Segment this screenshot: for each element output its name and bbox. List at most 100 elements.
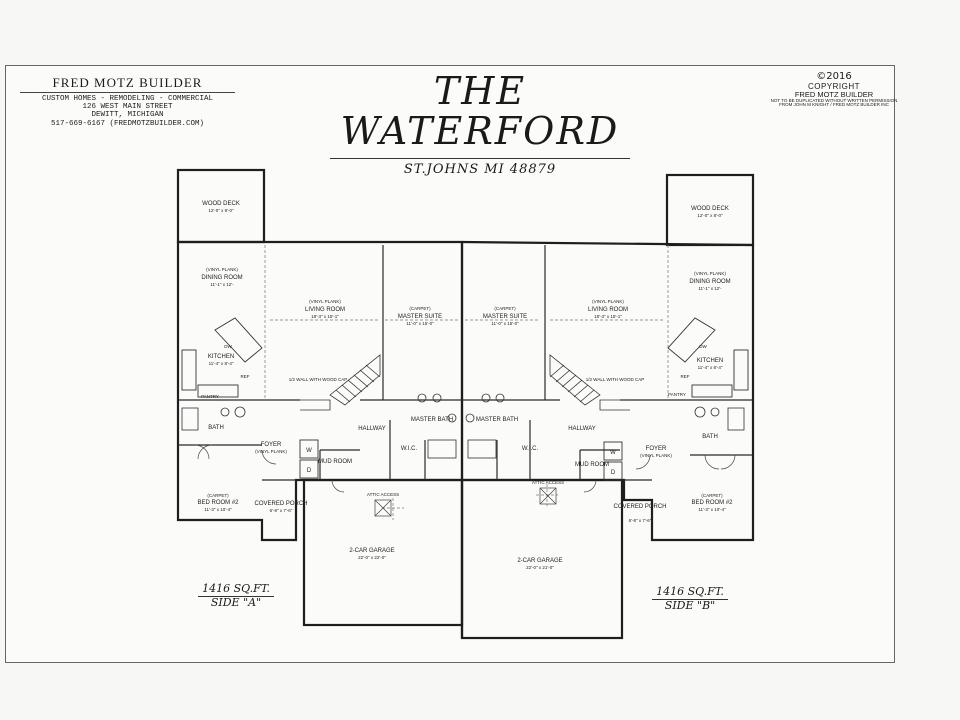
- washer-b-label: W: [610, 450, 616, 456]
- side-a-area-block: 1416 SQ.FT. SIDE "A": [186, 582, 286, 609]
- porch-b-dim: 6'-8" x 7'-6": [629, 518, 652, 523]
- dashed-divisions: [264, 245, 669, 520]
- dining-a-finish: (VINYL PLANK): [206, 267, 238, 272]
- pantry-a-label: PANTRY: [201, 394, 219, 399]
- pantry-b-label: PANTRY: [668, 392, 686, 397]
- dining-b-finish: (VINYL PLANK): [694, 271, 726, 276]
- builder-street: 126 WEST MAIN STREET: [82, 102, 173, 111]
- side-b-label: SIDE "B": [664, 598, 716, 612]
- foyer-b-finish: (VINYL PLANK): [640, 453, 672, 458]
- foyer-a-finish: (VINYL PLANK): [255, 449, 287, 454]
- attic-a-label: ATTIC ACCESS: [367, 492, 399, 497]
- dishwasher-b-label: DW: [699, 344, 707, 349]
- ref-a-label: REF: [241, 374, 250, 379]
- wood-deck-a-dim: 12'-0" x 8'-0": [208, 208, 234, 213]
- wic-a-label: W.I.C.: [401, 446, 418, 452]
- wood-deck-b-dim: 12'-0" x 8'-0": [697, 213, 723, 218]
- porch-a-label: COVERED PORCH: [254, 501, 307, 507]
- kitchen-island-b: [667, 317, 749, 398]
- dining-a-label: DINING ROOM: [201, 275, 242, 281]
- master-bath-a-label: MASTER BATH: [411, 417, 453, 423]
- wic-b-label: W.I.C.: [522, 446, 539, 452]
- copyright-year: ©2016: [816, 71, 852, 82]
- copyright-block: ©2016 COPYRIGHT FRED MOTZ BUILDER NOT TO…: [768, 71, 900, 108]
- living-a-dim: 18'-3" x 15'-1": [311, 314, 339, 319]
- side-b-area: 1416 SQ.FT.: [652, 585, 728, 600]
- master-a-label: MASTER SUITE: [398, 314, 442, 320]
- garage-a-dim: 22'-0" x 22'-0": [358, 555, 386, 560]
- mud-room-a-label: MUD ROOM: [318, 459, 352, 465]
- master-b-dim: 11'-0" x 15'-0": [491, 321, 519, 326]
- copyright-label: COPYRIGHT: [807, 81, 861, 91]
- copyright-notice-2: FROM JOHN M KNIGHT / FRED MOTZ BUILDER I…: [779, 102, 889, 108]
- bed2-a-dim: 11'-3" x 10'-4": [204, 507, 232, 512]
- builder-tagline: CUSTOM HOMES - REMODELING - COMMERCIAL: [41, 94, 214, 103]
- door-swings: [194, 444, 736, 493]
- side-a-area: 1416 SQ.FT.: [198, 582, 274, 597]
- porch-b-label: COVERED PORCH: [613, 504, 666, 510]
- bed2-b-dim: 11'-3" x 10'-4": [698, 507, 726, 512]
- hallway-a-label: HALLWAY: [358, 426, 386, 432]
- builder-divider: [20, 91, 235, 93]
- garage-a-label: 2-CAR GARAGE: [349, 548, 394, 554]
- garage-b-label: 2-CAR GARAGE: [517, 558, 562, 564]
- master-a-dim: 11'-0" x 15'-0": [406, 321, 434, 326]
- kitchen-a-label: KITCHEN: [208, 354, 234, 360]
- living-b-finish: (VINYL PLANK): [592, 299, 624, 304]
- kitchen-island-a: [181, 317, 263, 398]
- mud-room-b-label: MUD ROOM: [575, 462, 609, 468]
- dining-b-label: DINING ROOM: [689, 279, 730, 285]
- wood-deck-b-label: WOOD DECK: [691, 206, 729, 212]
- plan-title-line1: THE: [433, 69, 527, 113]
- rail-a-label: 1/2 WALL WITH WOOD CAP: [289, 377, 347, 382]
- kitchen-a-dim: 11'-4" x 8'-4": [209, 361, 234, 366]
- bed2-b-label: BED ROOM #2: [691, 500, 733, 506]
- washer-dryer-boxes: [299, 439, 623, 481]
- side-a-label: SIDE "A": [210, 595, 262, 609]
- bed2-a-label: BED ROOM #2: [197, 500, 239, 506]
- attic-access-boxes: [374, 487, 557, 517]
- hallway-b-label: HALLWAY: [568, 426, 596, 432]
- kitchen-b-dim: 11'-4" x 8'-4": [698, 365, 723, 370]
- unit-b-outline: [461, 240, 755, 542]
- master-a-finish: (CARPET): [409, 306, 431, 311]
- plan-title-block: THE WATERFORD ST.JOHNS MI 48879: [330, 72, 630, 176]
- builder-title-block: FRED MOTZ BUILDER CUSTOM HOMES - REMODEL…: [20, 75, 235, 128]
- dining-b-dim: 11'-1" x 12'-: [698, 286, 722, 291]
- side-b-area-block: 1416 SQ.FT. SIDE "B": [640, 585, 740, 612]
- dryer-a-label: D: [307, 468, 312, 474]
- bed2-b-finish: (CARPET): [701, 493, 723, 498]
- dryer-b-label: D: [611, 470, 616, 476]
- master-b-finish: (CARPET): [494, 306, 516, 311]
- living-a-finish: (VINYL PLANK): [309, 299, 341, 304]
- living-b-label: LIVING ROOM: [588, 307, 628, 313]
- living-a-label: LIVING ROOM: [305, 307, 345, 313]
- master-b-label: MASTER SUITE: [483, 314, 527, 320]
- builder-contact: 517-669-6167 (FREDMOTZBUILDER.COM): [50, 119, 205, 128]
- dishwasher-a-label: DW: [224, 344, 232, 349]
- rail-b-label: 1/2 WALL WITH WOOD CAP: [586, 377, 644, 382]
- master-bath-b-label: MASTER BATH: [476, 417, 518, 423]
- living-b-dim: 18'-3" x 15'-1": [594, 314, 622, 319]
- garage-b-dim: 22'-0" x 21'-0": [526, 565, 554, 570]
- bath-fixtures: [181, 393, 745, 459]
- copyright-owner: FRED MOTZ BUILDER: [794, 89, 874, 99]
- foyer-a-label: FOYER: [261, 442, 282, 448]
- plan-title-line2: WATERFORD: [340, 109, 620, 153]
- wood-deck-a-label: WOOD DECK: [202, 201, 240, 207]
- drawing-sheet-border: [5, 65, 895, 663]
- bed2-a-finish: (CARPET): [207, 493, 229, 498]
- bath-a-label: BATH: [208, 425, 224, 431]
- interior-walls: [178, 245, 753, 481]
- washer-a-label: W: [306, 448, 312, 454]
- builder-city: DEWITT, MICHIGAN: [91, 111, 164, 120]
- kitchen-b-label: KITCHEN: [697, 358, 723, 364]
- ref-b-label: REF: [681, 374, 690, 379]
- foyer-b-label: FOYER: [646, 446, 667, 452]
- copyright-notice-1: NOT TO BE DUPLICATED WITHOUT WRITTEN PER…: [770, 97, 898, 103]
- dining-a-dim: 11'-1" x 12'-: [210, 282, 234, 287]
- porch-a-dim: 6'-8" x 7'-6": [270, 508, 293, 513]
- exterior-walls: [176, 168, 755, 640]
- plan-location: ST.JOHNS MI 48879: [330, 158, 630, 176]
